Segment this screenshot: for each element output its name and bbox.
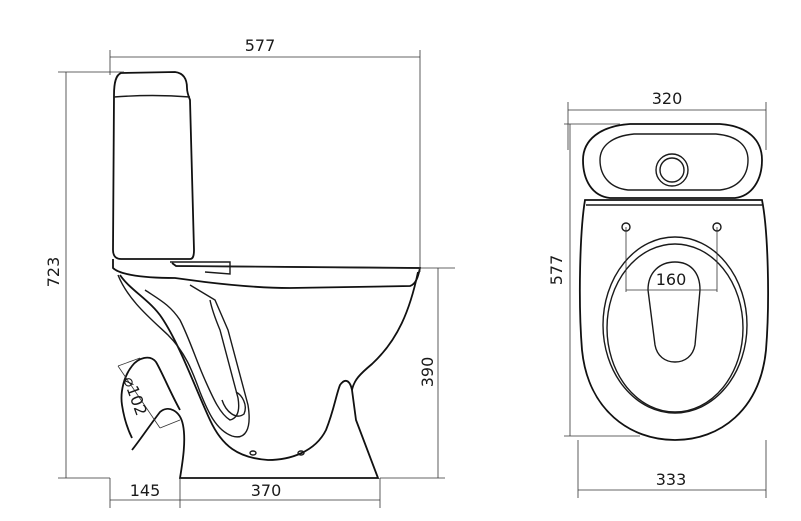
base-bolt-left: [249, 450, 257, 456]
bowl-opening-inner: [606, 243, 744, 413]
bowl-opening-outer: [602, 236, 748, 414]
ext-line-outlet-b: [159, 419, 181, 429]
tank-lid-line: [113, 94, 191, 98]
trapway-inner: [144, 289, 240, 421]
tank-top-inner: [599, 133, 749, 191]
trap-bend: [221, 391, 246, 417]
dim-tank-width: 320: [652, 89, 683, 108]
top-view: [578, 123, 769, 441]
dim-mount-spacing: 160: [656, 270, 687, 289]
dim-base-length: 370: [251, 481, 282, 500]
seat-upper-edge: [175, 265, 421, 269]
dim-outlet-diameter: ⌀102: [119, 374, 151, 418]
bowl-front: [351, 271, 419, 391]
dim-overall-height: 723: [44, 257, 63, 288]
flush-button-outer: [655, 153, 689, 187]
dim-outlet-offset: 145: [130, 481, 161, 500]
base-bolt-right: [297, 450, 305, 456]
seat-top-outline: [578, 199, 769, 441]
seat-hinge: [170, 261, 231, 275]
tank-outline: [112, 71, 195, 260]
drain-outline: [647, 261, 701, 363]
trapway-outer: [117, 274, 250, 438]
dim-line-outlet-diameter: [117, 365, 161, 429]
dim-overall-width: 577: [245, 36, 276, 55]
tank-top-outline: [582, 123, 763, 199]
top-dimensions: 320 577 333 160: [547, 89, 767, 498]
dim-base-width: 333: [656, 470, 687, 489]
bowl-body: [119, 274, 380, 479]
flush-button-inner: [659, 157, 685, 183]
side-view: [112, 71, 422, 479]
outlet-pipe: [120, 356, 181, 439]
side-dimensions: 577 723 390 145 370 ⌀102: [44, 36, 455, 508]
seat-outline: [112, 259, 422, 289]
dim-bowl-height: 390: [418, 357, 437, 388]
dim-depth: 577: [547, 255, 566, 286]
ext-line-outlet-a: [117, 357, 141, 367]
